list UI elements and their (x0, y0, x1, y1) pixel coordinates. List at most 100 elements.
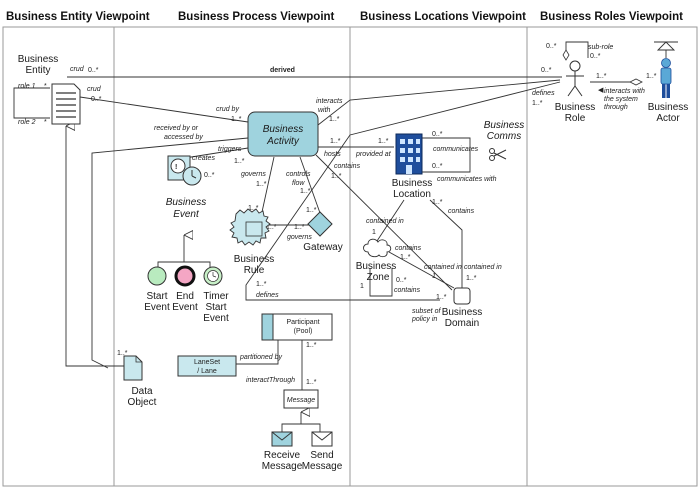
label-end-event-2: Event (172, 302, 198, 313)
label-end-event-1: End (176, 291, 194, 302)
label-interact-through: interactThrough (246, 377, 295, 384)
label-business-location-1: Business (392, 178, 433, 189)
business-zone-node[interactable]: Business Zone (356, 238, 397, 283)
business-rule-node[interactable]: Business Rule (229, 208, 274, 276)
mult-triggers-b: 0..* (204, 172, 215, 179)
label-crud-2: crud (87, 86, 102, 93)
label-gateway: Gateway (303, 242, 342, 253)
business-role-node[interactable]: Business Role (555, 60, 596, 124)
laneset-node[interactable]: LaneSet / Lane (177, 355, 237, 377)
label-received-1: received by or (154, 125, 199, 132)
mult-loc-contains: 1..* (432, 199, 443, 206)
header-roles: Business Roles Viewpoint (540, 11, 683, 23)
end-event-node[interactable]: End Event (172, 265, 198, 313)
business-activity-node[interactable]: Business Activity (247, 111, 319, 157)
label-interacts-2: with (318, 107, 331, 114)
label-triggers: triggers (218, 146, 242, 153)
label-provided-at: provided at (355, 151, 392, 158)
label-receive-2: Message (262, 461, 303, 472)
mult-derived-a: 0..* (88, 67, 99, 74)
label-timer-1: Timer (203, 291, 229, 302)
mult-triggers-a: 1..* (234, 158, 245, 165)
mult-dataobject: 1..* (117, 350, 128, 357)
label-hosts: hosts (324, 151, 341, 158)
label-contains-1: contains (334, 163, 361, 170)
edge-interacts-with (317, 79, 561, 126)
business-actor-node[interactable]: Business Actor (648, 41, 689, 124)
mult-zone-one: 1 (372, 229, 376, 236)
label-business-location-2: Location (393, 189, 431, 200)
label-in: 1 (432, 273, 436, 280)
participant-node[interactable]: Participant (Pool) (261, 313, 333, 341)
label-start-event-1: Start (146, 291, 167, 302)
label-role1: role 1 (18, 83, 36, 90)
label-received-2: accessed by (164, 134, 203, 141)
mult-interacts: 1..* (329, 116, 340, 123)
label-business-entity-1: Business (18, 54, 59, 65)
label-interacts-system-2: the system (604, 96, 638, 103)
label-communicates-with: communicates with (437, 176, 497, 183)
label-contains-4: contains (394, 287, 421, 294)
edge-contains-activity (315, 154, 453, 291)
edge-triggers (184, 147, 249, 159)
label-role2: role 2 (18, 119, 36, 126)
label-participant-2: (Pool) (294, 328, 313, 335)
timer-start-event-node[interactable]: Timer Start Event (203, 266, 229, 324)
label-interacts-system-1: interacts with (604, 88, 645, 95)
label-crud-1: crud (70, 66, 85, 73)
label-partitioned-by: partitioned by (239, 354, 283, 361)
business-location-node[interactable]: Business Location (392, 133, 433, 200)
mult-contains-a: 1..* (331, 173, 342, 180)
label-governs-2: governs (287, 234, 312, 241)
mult-derived-b: 0..* (541, 67, 552, 74)
diamond-role-actor (629, 78, 643, 86)
edge-message-gen-bar (281, 423, 321, 432)
mult-defines-a: 1..* (532, 100, 543, 107)
start-event-node[interactable]: Start Event (144, 266, 170, 313)
edge-zone-domain (388, 251, 455, 289)
mult-role-actor-a: 1..* (596, 73, 607, 80)
label-crud-by: crud by (216, 106, 239, 113)
business-domain-node[interactable]: Business Domain (442, 287, 483, 329)
label-data-object-1: Data (131, 386, 153, 397)
label-business-zone-1: Business (356, 261, 397, 272)
mult-part-b: 1..* (306, 379, 317, 386)
label-business-role-1: Business (555, 102, 596, 113)
label-send-2: Message (302, 461, 343, 472)
data-object-node[interactable]: Data Object (123, 355, 157, 408)
message-node[interactable]: Message (283, 389, 319, 409)
label-business-comms-2: Comms (487, 131, 521, 142)
mult-subrole-a: 0..* (546, 43, 557, 50)
label-contained-in-2: contained in (424, 264, 462, 271)
edge-received-by (91, 137, 249, 369)
label-sub-role: sub-role (588, 44, 613, 51)
mult-zone-self-a: 1 (360, 283, 364, 290)
edge-dataobject-generalization (65, 126, 124, 367)
mult-gov-gw-a: 1..* (266, 224, 277, 231)
scissors-icon (489, 148, 507, 161)
mult-comm-b: 0..* (432, 163, 443, 170)
mult-part-a: 1..* (306, 342, 317, 349)
label-contained-in-3: contained in (464, 264, 502, 271)
label-interacts-system-3: through (604, 104, 628, 111)
mult-controls-a: 1..* (300, 188, 311, 195)
mult-role-actor-b: 1..* (646, 73, 657, 80)
label-business-domain-1: Business (442, 307, 483, 318)
business-comms-node[interactable]: Business Comms (484, 120, 525, 161)
label-business-activity-2: Activity (266, 136, 300, 147)
label-derived: derived (270, 67, 295, 74)
business-event-node[interactable]: ! Business Event (166, 155, 207, 220)
label-timer-3: Event (203, 313, 229, 324)
business-entity-node[interactable]: Business Entity (18, 54, 81, 125)
label-subset-1: subset of (412, 308, 441, 315)
edge-communicates (422, 137, 471, 173)
send-message-node[interactable]: Send Message (302, 431, 343, 472)
label-business-activity-1: Business (263, 124, 304, 135)
receive-message-node[interactable]: Receive Message (262, 431, 303, 472)
gateway-node[interactable]: Gateway (303, 211, 343, 253)
label-subset-2: policy in (411, 316, 437, 323)
mult-loc-domain: 1..* (466, 275, 477, 282)
mult-comm-a: 0..* (432, 131, 443, 138)
edge-contained-in (376, 199, 405, 242)
